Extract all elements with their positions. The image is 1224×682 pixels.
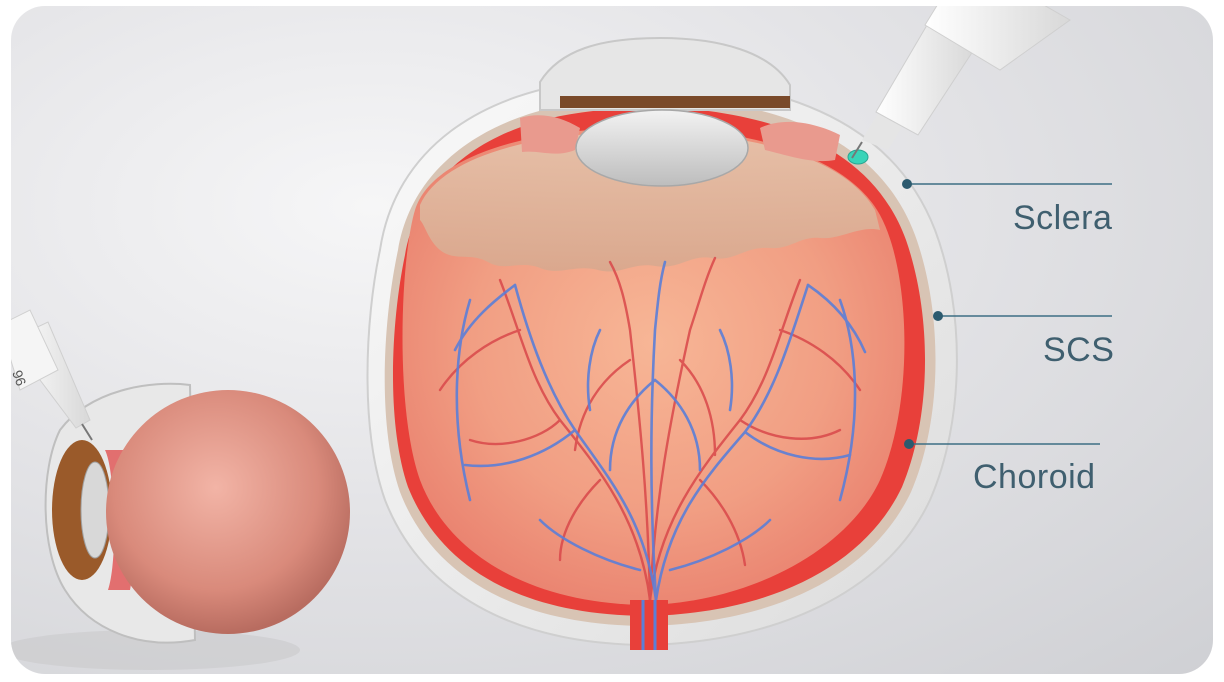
sclera-marker <box>902 179 912 189</box>
choroid-marker <box>904 439 914 449</box>
scs-label: SCS <box>1043 333 1114 367</box>
syringe-icon <box>852 6 1070 158</box>
injection-drop <box>848 150 868 164</box>
illustration-panel: 96 Sclera SCS Choroid <box>11 6 1213 674</box>
small-eye-globe <box>106 390 350 634</box>
lens <box>576 110 748 186</box>
iris-band <box>560 96 790 108</box>
optic-nerve <box>630 600 668 650</box>
eye-cross-section-illustration: 96 <box>11 6 1213 674</box>
choroid-label: Choroid <box>973 460 1096 494</box>
small-eye-lens <box>81 462 109 558</box>
small-eye-model <box>11 384 350 670</box>
sclera-label: Sclera <box>1013 201 1112 235</box>
syringe-icon: 96 <box>11 310 92 440</box>
scs-marker <box>933 311 943 321</box>
